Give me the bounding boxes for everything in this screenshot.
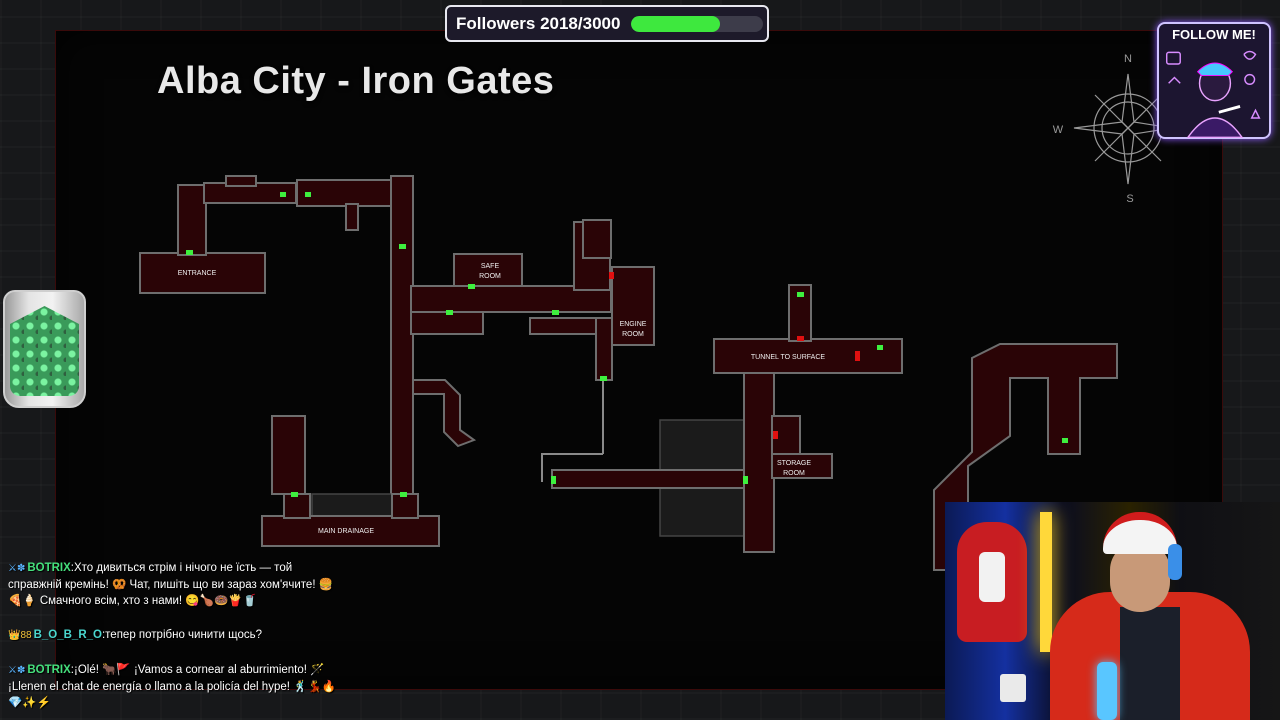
map-corridor [595, 317, 613, 381]
candy-jar-widget [3, 290, 86, 408]
door-unlocked [797, 292, 804, 297]
door-unlocked [291, 492, 298, 497]
chat-text: Хто дивиться стрім і нічого не їсть — то… [8, 562, 334, 607]
chat-message: ⚔✽BOTRIX:Хто дивиться стрім і нічого не … [8, 562, 334, 607]
room-label-storage-2: ROOM [783, 470, 805, 477]
room-label-main-drainage: MAIN DRAINAGE [318, 528, 374, 535]
chat-badge-icon: 👑88 [8, 630, 32, 641]
follow-me-title: FOLLOW ME! [1172, 27, 1256, 42]
map-drainage-area [261, 415, 440, 547]
door-unlocked [468, 284, 475, 289]
door-locked [773, 431, 778, 439]
room-label-safe-1: SAFE [481, 263, 500, 270]
chat-username: B_O_B_R_O [33, 629, 102, 641]
door-unlocked [399, 244, 406, 249]
door-locked [855, 351, 860, 361]
map-doors [186, 192, 1068, 497]
map-corridor [743, 369, 775, 553]
map-room-entrance [139, 252, 266, 294]
webcam-lamp [1040, 512, 1052, 652]
door-unlocked [552, 310, 559, 315]
compass-rose-icon: N S W [1053, 53, 1173, 205]
map-room-safe [453, 253, 523, 287]
door-unlocked [1062, 438, 1068, 443]
compass-south: S [1126, 193, 1133, 205]
room-label-safe-2: ROOM [479, 273, 501, 280]
room-label-engine-1: ENGINE [620, 321, 647, 328]
map-title: Alba City - Iron Gates [157, 60, 555, 102]
map-corridor-curve [412, 379, 477, 448]
map-corridor [410, 311, 484, 335]
webcam-feed [945, 502, 1280, 720]
webcam-microphone [1097, 662, 1117, 720]
chat-badge-icon: ⚔✽ [8, 665, 26, 676]
map-corridor [225, 175, 257, 187]
map-corridor [391, 493, 419, 519]
compass-west: W [1053, 124, 1064, 136]
followers-goal-bar: Followers 2018/3000 [445, 5, 769, 42]
map-far-east-area [933, 343, 1118, 571]
chat-username: BOTRIX [27, 664, 71, 676]
door-unlocked [743, 476, 748, 484]
map-corridor [582, 219, 612, 259]
webcam-streamer-shirt [1120, 607, 1180, 720]
chat-text: тепер потрібно чинити щось? [105, 629, 262, 641]
chat-message: ⚔✽BOTRIX:¡Olé! 🐂🚩 ¡Vamos a cornear al ab… [8, 664, 337, 709]
webcam-headset [1168, 544, 1182, 580]
map-room-entrance-area [139, 175, 414, 507]
map-corridor [551, 469, 749, 489]
candy-jar-fill [10, 306, 79, 396]
chat-badge-icon: ⚔✽ [8, 563, 26, 574]
door-unlocked [186, 250, 193, 255]
followers-label: Followers 2018/3000 [456, 13, 621, 33]
map-corridor [345, 203, 359, 231]
map-corridor-vertical [390, 175, 414, 507]
room-label-engine-2: ROOM [622, 331, 644, 338]
map-corridor-winding [933, 343, 1118, 571]
map-central-block [410, 219, 655, 482]
map-corridor [283, 493, 311, 519]
chat-username: BOTRIX [27, 562, 71, 574]
door-unlocked [877, 345, 883, 350]
door-unlocked [551, 476, 556, 484]
chat-overlay: ⚔✽BOTRIX:Хто дивиться стрім і нічого не … [8, 560, 338, 720]
room-label-tunnel: TUNNEL TO SURFACE [751, 354, 825, 361]
door-locked [797, 336, 804, 341]
map-pipe-line [541, 453, 603, 482]
followers-progress-track [631, 16, 763, 32]
webcam-streamer-cap [1103, 512, 1177, 554]
room-label-storage-1: STORAGE [777, 460, 811, 467]
follow-me-card[interactable]: FOLLOW ME! [1157, 22, 1271, 139]
door-unlocked [600, 376, 607, 381]
map-room-storage [771, 453, 833, 479]
map-corridor [177, 184, 207, 256]
webcam-chair [957, 522, 1027, 642]
streamer-avatar-illustration [1165, 50, 1261, 138]
door-locked [609, 272, 614, 279]
chat-text: ¡Olé! 🐂🚩 ¡Vamos a cornear al aburrimient… [8, 664, 337, 709]
map-room [271, 415, 306, 495]
map-room-engine [611, 266, 655, 346]
door-unlocked [400, 492, 407, 497]
followers-progress-fill [631, 16, 720, 32]
door-unlocked [305, 192, 311, 197]
room-label-entrance: ENTRANCE [178, 270, 217, 277]
compass-north: N [1124, 53, 1132, 65]
door-unlocked [446, 310, 453, 315]
map-grate [311, 493, 393, 517]
webcam-mug [1000, 674, 1026, 702]
map-room-main-drainage [261, 515, 440, 547]
door-unlocked [280, 192, 286, 197]
